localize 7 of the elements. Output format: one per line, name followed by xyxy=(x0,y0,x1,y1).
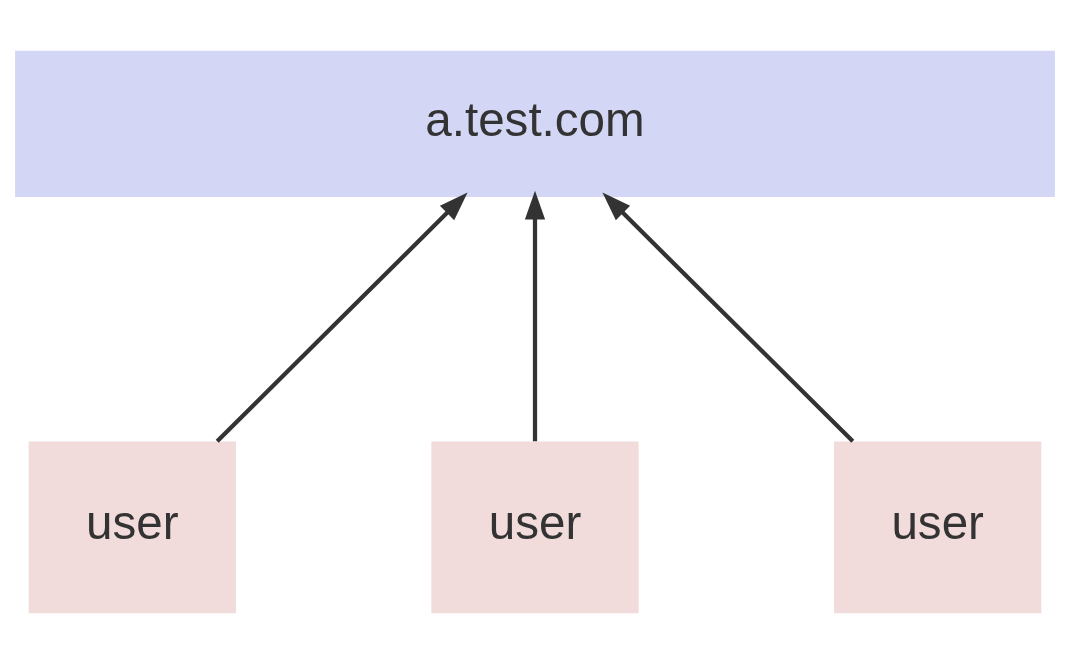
node-box: user xyxy=(431,441,639,614)
node-box: user xyxy=(834,441,1042,614)
node-box: a.test.com xyxy=(15,50,1055,197)
node-box: user xyxy=(28,441,236,614)
arrow xyxy=(215,192,468,443)
arrow xyxy=(602,192,855,443)
arrow xyxy=(524,190,546,442)
